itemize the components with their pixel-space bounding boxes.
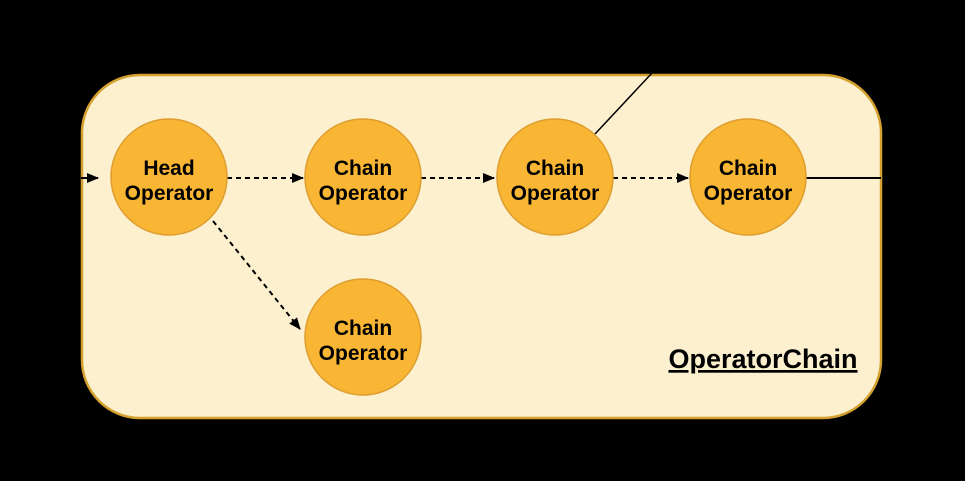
node-chain-operator-1-label-line2: Operator <box>319 182 408 205</box>
node-chain-operator-2-label-line1: Chain <box>526 157 584 180</box>
node-chain-operator-4 <box>304 278 422 396</box>
node-chain-operator-3-label-line1: Chain <box>719 157 777 180</box>
node-head-operator-label-line1: Head <box>143 157 194 180</box>
node-chain-operator-4-label-line2: Operator <box>319 342 408 365</box>
node-head-operator <box>110 118 228 236</box>
node-chain-operator-1-label-line1: Chain <box>334 157 392 180</box>
node-chain-operator-2-label-line2: Operator <box>511 182 600 205</box>
node-chain-operator-3-label-line2: Operator <box>704 182 793 205</box>
node-chain-operator-4-label-line1: Chain <box>334 317 392 340</box>
container-label: OperatorChain <box>668 344 857 374</box>
node-head-operator-label-line2: Operator <box>125 182 214 205</box>
diagonal-line-top <box>594 72 653 135</box>
node-chain-operator-2 <box>496 118 614 236</box>
node-chain-operator-3 <box>689 118 807 236</box>
operator-chain-container <box>80 73 883 420</box>
node-chain-operator-1 <box>304 118 422 236</box>
